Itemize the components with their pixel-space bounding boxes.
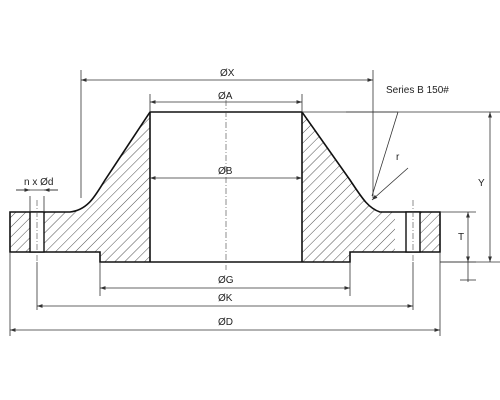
series-label: Series B 150# [386, 85, 449, 96]
flange-outline [9, 111, 441, 263]
right-section [302, 112, 395, 262]
dim-t-label: T [458, 232, 464, 243]
dim-g-label: ØG [218, 275, 234, 286]
dim-a-label: ØA [218, 91, 233, 102]
left-section-outer [44, 112, 150, 262]
dim-y-label: Y [478, 178, 485, 189]
right-section-outer [420, 212, 440, 252]
dim-d-label: ØD [218, 317, 233, 328]
dim-x-label: ØX [220, 68, 235, 79]
dim-b-label: ØB [218, 166, 233, 177]
dim-r-line [371, 167, 409, 201]
dim-bolt-label: n x Ød [24, 177, 53, 188]
dim-r-label: r [396, 152, 400, 163]
dim-k-label: ØK [218, 293, 233, 304]
left-section [10, 212, 30, 252]
